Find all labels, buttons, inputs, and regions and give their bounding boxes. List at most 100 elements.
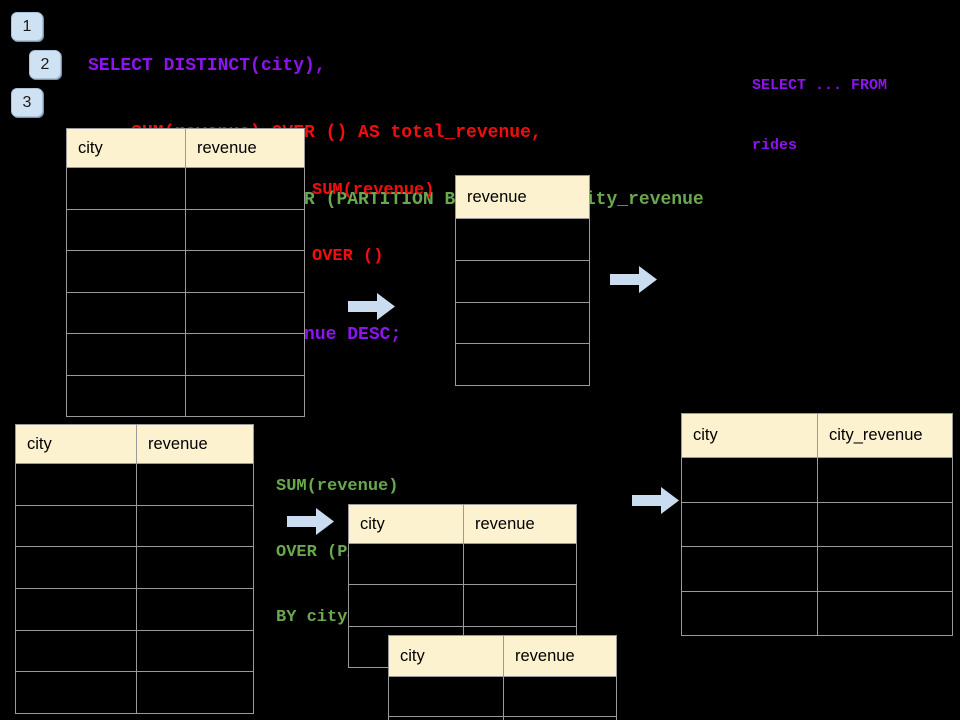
table-cell bbox=[681, 590, 818, 636]
annotation-line: BY city) bbox=[276, 607, 358, 627]
table-cell bbox=[15, 504, 137, 548]
table-cell bbox=[817, 457, 953, 503]
table-cell bbox=[817, 590, 953, 636]
table-row bbox=[15, 671, 254, 715]
table-cell bbox=[817, 501, 953, 547]
table-row bbox=[66, 291, 305, 334]
column-header-revenue: revenue bbox=[136, 424, 254, 464]
table-cell bbox=[503, 676, 617, 717]
table-cell bbox=[15, 671, 137, 715]
table-cell bbox=[455, 301, 590, 345]
table-row bbox=[15, 629, 254, 673]
table-result-partition: city city_revenue bbox=[681, 413, 953, 636]
arrow-right-icon bbox=[287, 508, 334, 535]
table-cell bbox=[185, 333, 305, 376]
table-row bbox=[388, 676, 617, 717]
arrow-right-icon bbox=[632, 487, 679, 514]
table-row bbox=[15, 463, 254, 506]
table-row bbox=[15, 546, 254, 590]
step-badge-3: 3 bbox=[11, 88, 43, 117]
table-cell bbox=[136, 671, 254, 715]
table-cell bbox=[15, 546, 137, 590]
table-source-total: city revenue bbox=[66, 128, 305, 417]
table-row bbox=[15, 504, 254, 548]
table-cell bbox=[66, 291, 186, 334]
table-row bbox=[455, 218, 590, 261]
table-cell bbox=[455, 259, 590, 303]
table-cell bbox=[185, 167, 305, 210]
table-cell bbox=[136, 588, 254, 631]
column-header-revenue: revenue bbox=[185, 128, 305, 168]
table-cell bbox=[66, 208, 186, 251]
table-cell bbox=[15, 463, 137, 506]
table-cell bbox=[185, 250, 305, 293]
column-header-city-revenue: city_revenue bbox=[817, 413, 953, 458]
column-header-city: city bbox=[66, 128, 186, 168]
table-row bbox=[15, 588, 254, 631]
table-row bbox=[681, 457, 953, 503]
column-header-city: city bbox=[15, 424, 137, 464]
table-cell bbox=[455, 218, 590, 261]
table-row bbox=[681, 501, 953, 547]
table-cell bbox=[681, 457, 818, 503]
annotation-line: SUM(revenue) bbox=[312, 181, 435, 201]
arrow-right-icon bbox=[610, 266, 657, 293]
annotation-line: OVER () bbox=[312, 246, 384, 266]
table-cell bbox=[66, 333, 186, 376]
table-row bbox=[455, 343, 590, 387]
table-cell bbox=[503, 716, 617, 720]
table-cell bbox=[681, 546, 818, 592]
arrow-right-icon bbox=[348, 293, 395, 320]
table-cell bbox=[136, 546, 254, 590]
table-row bbox=[681, 546, 953, 592]
table-result-total: revenue bbox=[455, 175, 590, 387]
table-row bbox=[348, 542, 577, 586]
table-cell bbox=[463, 542, 577, 586]
table-row bbox=[66, 167, 305, 210]
table-cell bbox=[136, 504, 254, 548]
table-row bbox=[455, 259, 590, 303]
table-cell bbox=[681, 501, 818, 547]
table-cell bbox=[136, 463, 254, 506]
column-header-revenue: revenue bbox=[503, 635, 617, 677]
step-badge-2: 2 bbox=[29, 50, 61, 79]
table-header-row: city revenue bbox=[388, 635, 617, 677]
step-badge-1: 1 bbox=[11, 12, 43, 41]
sql-line-select: SELECT DISTINCT(city), bbox=[88, 55, 326, 76]
table-cell bbox=[185, 208, 305, 251]
table-cell bbox=[185, 291, 305, 334]
table-partition-slice-b: city revenue bbox=[388, 635, 617, 720]
table-cell bbox=[66, 167, 186, 210]
table-cell bbox=[185, 374, 305, 417]
column-header-revenue: revenue bbox=[455, 175, 590, 219]
table-cell bbox=[463, 584, 577, 627]
column-header-city: city bbox=[348, 504, 464, 544]
side-note: SELECT ... FROM rides bbox=[752, 36, 887, 196]
side-note-line: SELECT ... FROM bbox=[752, 77, 888, 94]
table-header-row: city city_revenue bbox=[681, 413, 953, 458]
column-header-city: city bbox=[681, 413, 818, 458]
table-row bbox=[66, 208, 305, 251]
table-header-row: city revenue bbox=[348, 504, 577, 544]
annotation-line: SUM(revenue) bbox=[276, 477, 399, 497]
table-cell bbox=[388, 716, 504, 720]
table-row bbox=[388, 716, 617, 720]
table-row bbox=[455, 301, 590, 345]
table-source-partition: city revenue bbox=[15, 424, 254, 715]
table-cell bbox=[15, 629, 137, 673]
table-cell bbox=[348, 584, 464, 627]
table-cell bbox=[455, 343, 590, 387]
table-cell bbox=[388, 676, 504, 717]
annotation-total-window: SUM(revenue) OVER () bbox=[312, 137, 434, 311]
side-note-line: rides bbox=[752, 137, 798, 154]
table-header-row: city revenue bbox=[66, 128, 305, 168]
table-header-row: city revenue bbox=[15, 424, 254, 464]
column-header-revenue: revenue bbox=[463, 504, 577, 544]
table-row bbox=[681, 590, 953, 636]
table-cell bbox=[348, 542, 464, 586]
column-header-city: city bbox=[388, 635, 504, 677]
table-cell bbox=[817, 546, 953, 592]
table-header-row: revenue bbox=[455, 175, 590, 219]
table-row bbox=[348, 584, 577, 627]
